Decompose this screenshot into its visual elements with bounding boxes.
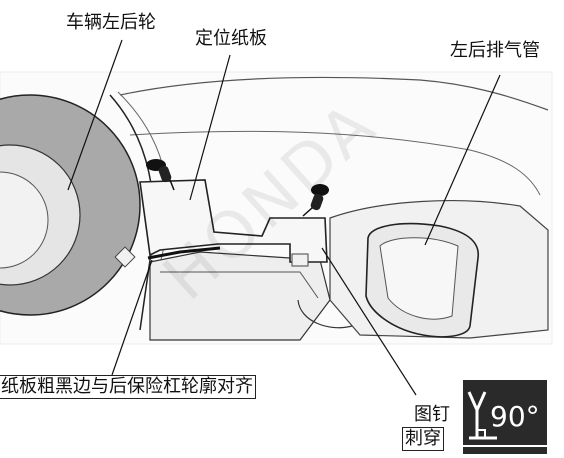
- pierce-90-degree-icon: 90°: [463, 380, 547, 454]
- leader-align: [111, 259, 153, 376]
- angle-value: 90°: [490, 400, 540, 433]
- label-positioning-template: 定位纸板: [195, 28, 267, 49]
- label-pierce: 刺穿: [402, 427, 444, 451]
- leader-rear-wheel: [67, 39, 123, 191]
- leader-pin: [321, 247, 417, 396]
- pushpin-left: [146, 159, 175, 191]
- label-pushpin: 图钉: [414, 404, 450, 425]
- positioning-template: [139, 179, 328, 263]
- label-exhaust: 左后排气管: [450, 40, 540, 61]
- label-alignment-note: 纸板粗黑边与后保险杠轮廓对齐: [0, 375, 256, 399]
- leader-exhaust: [424, 74, 501, 246]
- leader-template: [189, 54, 231, 201]
- label-rear-wheel: 车辆左后轮: [66, 12, 156, 33]
- pushpin-right: [302, 184, 329, 217]
